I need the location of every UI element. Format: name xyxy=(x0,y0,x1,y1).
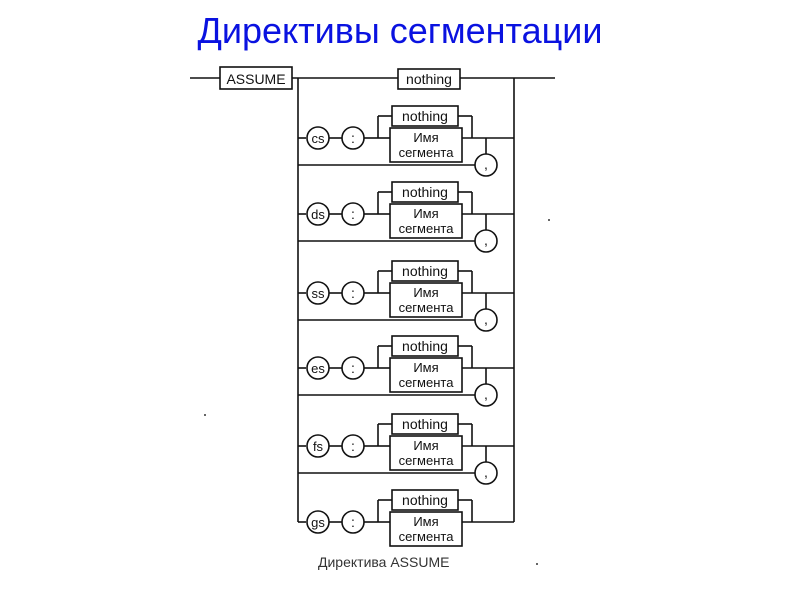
comma-label: , xyxy=(484,232,488,248)
colon-label: : xyxy=(351,438,355,454)
segment-name-label-line1: Имя xyxy=(413,360,438,375)
colon-label: : xyxy=(351,360,355,376)
segment-name-box xyxy=(389,203,463,239)
nothing-label: nothing xyxy=(402,108,448,124)
segment-name-label-line1: Имя xyxy=(413,206,438,221)
diagram-caption: Директива ASSUME xyxy=(318,554,450,570)
register-gs-label: gs xyxy=(311,515,325,530)
segment-name-label-line2: сегмента xyxy=(399,375,455,390)
stray-dot xyxy=(536,563,538,565)
colon-label: : xyxy=(351,514,355,530)
colon-label: : xyxy=(351,285,355,301)
assume-keyword-label: ASSUME xyxy=(226,71,285,87)
segment-name-box xyxy=(389,511,463,547)
colon-label: : xyxy=(351,206,355,222)
nothing-label: nothing xyxy=(402,416,448,432)
segment-name-label-line2: сегмента xyxy=(399,300,455,315)
nothing-label: nothing xyxy=(402,338,448,354)
segment-name-box xyxy=(389,435,463,471)
segment-name-box xyxy=(389,282,463,318)
stray-dot xyxy=(204,414,206,416)
colon-label: : xyxy=(351,130,355,146)
nothing-label: nothing xyxy=(402,492,448,508)
comma-label: , xyxy=(484,464,488,480)
segment-name-label-line1: Имя xyxy=(413,130,438,145)
segment-name-label-line1: Имя xyxy=(413,438,438,453)
register-ds-label: ds xyxy=(311,207,325,222)
segment-name-label-line2: сегмента xyxy=(399,453,455,468)
segment-name-label-line1: Имя xyxy=(413,514,438,529)
segment-name-label-line1: Имя xyxy=(413,285,438,300)
top-nothing-box xyxy=(397,68,461,90)
comma-label: , xyxy=(484,386,488,402)
register-cs-label: cs xyxy=(312,131,326,146)
comma-label: , xyxy=(484,156,488,172)
register-es-label: es xyxy=(311,361,325,376)
segment-name-label-line2: сегмента xyxy=(399,221,455,236)
page-title: Директивы сегментации xyxy=(197,10,603,51)
segment-name-box xyxy=(389,127,463,163)
register-fs-label: fs xyxy=(313,439,324,454)
nothing-label: nothing xyxy=(402,184,448,200)
segment-name-label-line2: сегмента xyxy=(399,145,455,160)
segment-name-box xyxy=(389,357,463,393)
register-ss-label: ss xyxy=(312,286,326,301)
nothing-label: nothing xyxy=(402,263,448,279)
comma-label: , xyxy=(484,311,488,327)
top-nothing-label: nothing xyxy=(406,71,452,87)
segment-name-label-line2: сегмента xyxy=(399,529,455,544)
stray-dot xyxy=(548,219,550,221)
